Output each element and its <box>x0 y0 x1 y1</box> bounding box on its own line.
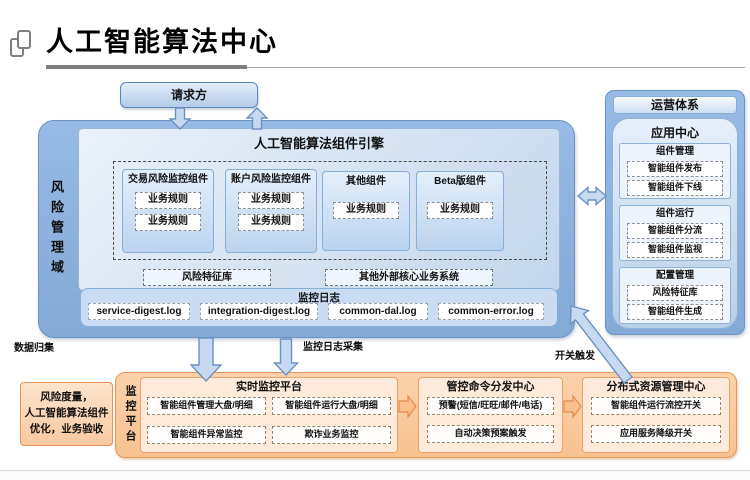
page-title: 人工智能算法中心 <box>46 27 278 57</box>
business-rule-chip: 业务规则 <box>333 202 399 219</box>
engine-title: 人工智能算法组件引擎 <box>253 136 384 151</box>
component-title: Beta版组件 <box>434 176 486 187</box>
requester-box: 请求方 <box>120 82 258 108</box>
panel-realtime-monitoring: 实时监控平台 智能组件管理大盘/明细 智能组件运行大盘/明细 智能组件异常监控 … <box>140 377 398 453</box>
flow-label-data-collection: 数据归集 <box>14 343 54 354</box>
panel-item: 智能组件异常监控 <box>147 426 266 444</box>
component-title: 账户风险监控组件 <box>231 174 311 185</box>
risk-domain-label: 风险管理域 <box>49 180 64 280</box>
business-rule-chip: 业务规则 <box>135 192 201 209</box>
external-systems-box: 其他外部核心业务系统 <box>325 269 493 286</box>
group-item: 智能组件生成 <box>627 304 723 320</box>
panel-item: 智能组件管理大盘/明细 <box>147 397 266 415</box>
panel-item: 欺诈业务监控 <box>272 426 391 444</box>
group-item: 智能组件发布 <box>627 161 723 177</box>
business-rule-chip: 业务规则 <box>238 214 304 231</box>
monitoring-platform-label: 监控平台 <box>124 385 136 445</box>
panel-item: 智能组件运行流控开关 <box>590 397 722 415</box>
log-file-chip: integration-digest.log <box>200 303 318 320</box>
component-title: 交易风险监控组件 <box>128 174 208 185</box>
feature-library-box: 风险特征库 <box>143 269 271 286</box>
risk-optimization-box: 风险度量， 人工智能算法组件 优化，业务验收 <box>20 382 113 446</box>
business-rule-chip: 业务规则 <box>238 192 304 209</box>
business-rule-chip: 业务规则 <box>135 214 201 231</box>
business-rule-chip: 业务规则 <box>427 202 493 219</box>
operations-title: 运营体系 <box>613 96 737 114</box>
group-item: 智能组件分流 <box>627 223 723 239</box>
panel-item: 应用服务降级开关 <box>590 425 722 443</box>
panel-distributed-resource: 分布式资源管理中心 智能组件运行流控开关 应用服务降级开关 <box>582 377 730 453</box>
panel-item: 自动决策预案触发 <box>426 425 555 443</box>
component-card-other: 其他组件 业务规则 <box>322 171 410 251</box>
group-title: 组件管理 <box>655 146 694 157</box>
component-card-account-risk: 账户风险监控组件 业务规则 业务规则 <box>225 169 317 253</box>
double-arrow-domain-operations <box>576 185 608 207</box>
window-bottom-edge <box>0 470 750 480</box>
panel-title: 分布式资源管理中心 <box>606 381 706 393</box>
flow-label-log-collection: 监控日志采集 <box>303 342 363 353</box>
copy-icon <box>17 30 31 49</box>
group-item: 智能组件下线 <box>627 180 723 196</box>
panel-item: 预警(短信/旺旺/邮件/电话) <box>426 397 555 415</box>
group-config-management: 配置管理 风险特征库 智能组件生成 <box>619 267 731 324</box>
title-underline-light <box>46 67 745 68</box>
log-file-chip: common-error.log <box>438 303 544 320</box>
group-component-management: 组件管理 智能组件发布 智能组件下线 <box>619 143 731 199</box>
application-center-title: 应用中心 <box>650 126 699 140</box>
component-card-transaction-risk: 交易风险监控组件 业务规则 业务规则 <box>122 169 214 253</box>
title-underline-dark <box>46 65 247 69</box>
component-title: 其他组件 <box>346 176 386 187</box>
log-file-chip: service-digest.log <box>88 303 190 320</box>
flow-label-switch-trigger: 开关触发 <box>555 351 595 362</box>
component-card-beta: Beta版组件 业务规则 <box>416 171 504 251</box>
down-arrow-log-collection <box>272 338 300 377</box>
group-title: 配置管理 <box>655 270 694 281</box>
monitor-logs-title: 监控日志 <box>298 292 340 304</box>
panel-title: 实时监控平台 <box>236 381 302 393</box>
group-component-runtime: 组件运行 智能组件分流 智能组件监视 <box>619 205 731 261</box>
group-item: 智能组件监视 <box>627 242 723 258</box>
panel-command-dispatch: 管控命令分发中心 预警(短信/旺旺/邮件/电话) 自动决策预案触发 <box>418 377 563 453</box>
panel-item: 智能组件运行大盘/明细 <box>272 397 391 415</box>
group-item: 风险特征库 <box>627 285 723 301</box>
group-title: 组件运行 <box>655 208 694 219</box>
components-frame <box>113 161 547 260</box>
panel-title: 管控命令分发中心 <box>446 381 535 393</box>
log-file-chip: common-dal.log <box>328 303 428 320</box>
